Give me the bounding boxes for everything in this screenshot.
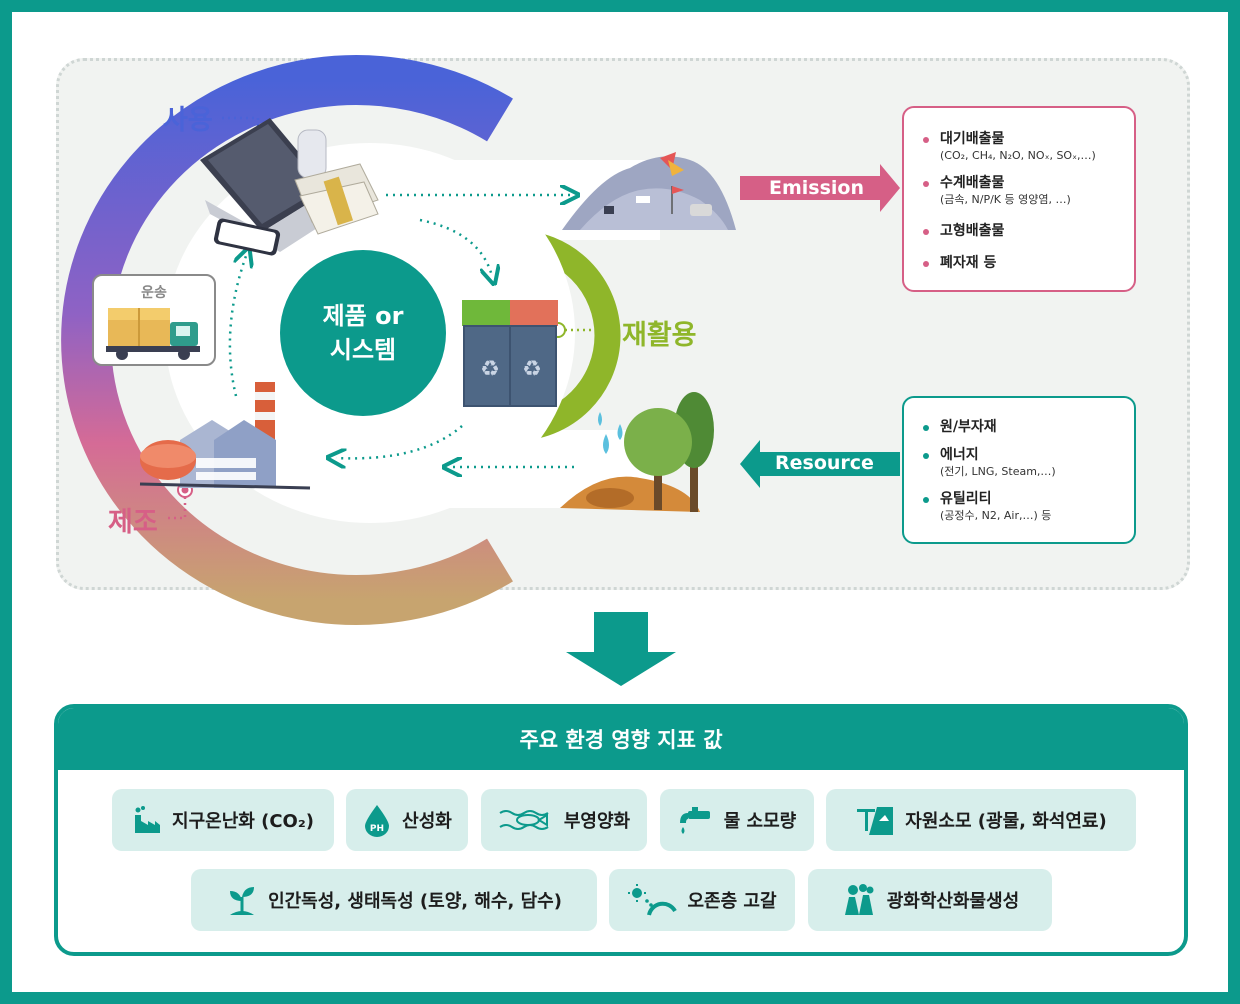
chip-eutrophication: 부영양화 <box>481 789 647 851</box>
stage-label-transport: 운송 <box>141 285 167 301</box>
emission-item: 대기배출물(CO₂, CH₄, N₂O, NOₓ, SOₓ,…) <box>920 130 1122 164</box>
factory-plant-icon <box>139 382 311 490</box>
chip-water-consumption: 물 소모량 <box>660 789 814 851</box>
resource-list-box: 원/부자재 에너지(전기, LNG, Steam,…) 유틸리티(공정수, N2… <box>902 396 1136 544</box>
down-arrow <box>566 612 676 686</box>
resource-item: 원/부자재 <box>920 418 1122 436</box>
svg-text:PH: PH <box>370 824 384 834</box>
stage-label-recycle: 재활용 <box>622 320 697 351</box>
recycle-arc <box>514 230 621 441</box>
flow-arrow-to-use <box>228 256 246 397</box>
emission-arrow <box>740 164 900 212</box>
smokestack-icon <box>844 884 874 915</box>
stage-label-use: 사용 <box>163 105 213 136</box>
fish-icon <box>499 810 549 830</box>
landfill-icon <box>562 152 736 230</box>
emission-label: Emission <box>769 177 864 199</box>
resource-label: Resource <box>775 452 874 474</box>
indicator-title: 주요 환경 영향 지표 값 <box>58 708 1184 770</box>
factory-icon <box>135 806 161 833</box>
emission-item: 폐자재 등 <box>920 254 1122 272</box>
emission-item: 고형배출물 <box>920 222 1122 240</box>
stage-label-manufacture: 제조 <box>108 507 158 538</box>
resource-arrow <box>740 440 900 488</box>
transport-box: 운송 <box>92 274 216 366</box>
chip-acidification: PH 산성화 <box>346 789 468 851</box>
chip-photochemical-oxidation: 광화학산화물생성 <box>808 869 1052 931</box>
ozone-icon <box>628 884 678 916</box>
emission-list-box: 대기배출물(CO₂, CH₄, N₂O, NOₓ, SOₓ,…) 수계배출물(금… <box>902 106 1136 292</box>
truck-icon <box>106 308 200 360</box>
center-line2: 시스템 <box>329 336 397 364</box>
emission-item: 수계배출물(금속, N/P/K 등 영양염, …) <box>920 174 1122 208</box>
droplet-icon: PH <box>365 805 390 837</box>
chip-global-warming: 지구온난화 (CO₂) <box>112 789 334 851</box>
faucet-icon <box>679 807 710 834</box>
resource-item: 에너지(전기, LNG, Steam,…) <box>920 446 1122 480</box>
mine-icon <box>857 807 894 835</box>
chip-resource-depletion: 자원소모 (광물, 화석연료) <box>826 789 1136 851</box>
recycle-bin-icon: ♻ ♻ <box>462 300 558 407</box>
chip-ozone-depletion: 오존층 고갈 <box>609 869 795 931</box>
lifecycle-ring <box>61 55 513 625</box>
svg-text:♻: ♻ <box>480 357 500 382</box>
center-product-system: 제품 or 시스템 <box>280 250 446 416</box>
trees-icon <box>560 392 714 512</box>
svg-text:♻: ♻ <box>522 357 542 382</box>
chip-toxicity: 인간독성, 생태독성 (토양, 해수, 담수) <box>191 869 597 931</box>
laptop-icon <box>200 118 379 256</box>
resource-item: 유틸리티(공정수, N2, Air,…) 등 <box>920 490 1122 524</box>
sprout-icon <box>230 887 255 915</box>
center-line1: 제품 or <box>322 302 404 330</box>
